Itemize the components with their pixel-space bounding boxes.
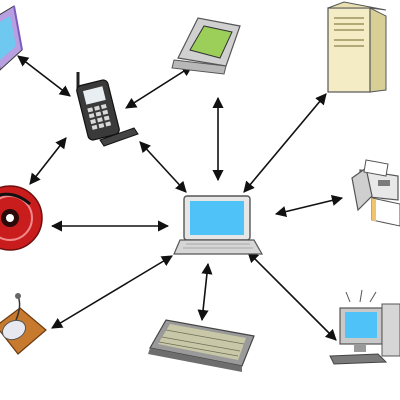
arrow-center-desktop [247,251,337,341]
tablet-book-icon [0,5,23,71]
laptop-icon [173,195,264,255]
arrow-phone-disc [29,137,67,185]
arrow-center-server [243,93,327,193]
keyboard-icon [148,319,255,372]
printer-fax-icon [351,159,400,227]
desktop-computer-icon [329,289,400,365]
arrow-mouse-center [51,255,173,329]
arrow-phone-center [139,141,187,193]
connections [17,55,344,341]
arrow-phone-pda [125,65,193,109]
arrow-book-phone [17,55,71,97]
arrow-center-fax [274,194,344,218]
arrow-center-keyboard [197,262,213,322]
cd-disc-icon [0,185,43,251]
server-tower-icon [327,1,387,93]
mouse-pad-icon [0,293,47,355]
mobile-phone-icon [76,72,139,147]
handheld-device-icon [171,17,241,75]
